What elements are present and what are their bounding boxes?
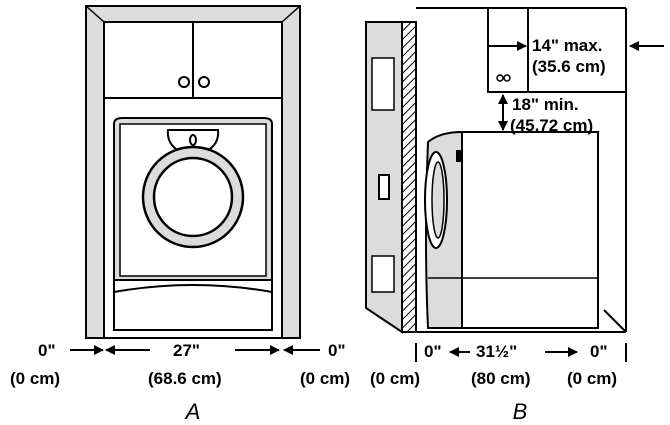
door-glass	[152, 156, 234, 238]
dimension-arrows-b	[415, 41, 664, 362]
label-b-cabinet-depth-cm: (35.6 cm)	[532, 57, 606, 76]
figure-b: 14" max. (35.6 cm) 18" min. (45.72 cm) 0…	[365, 7, 664, 424]
side-wall	[365, 21, 403, 334]
label-a-width-in: 27"	[173, 341, 200, 360]
hatched-wall	[401, 21, 417, 333]
cabinet-knob-right	[198, 76, 210, 88]
dryer-side	[424, 130, 599, 329]
label-b-top-clearance-cm: (45.72 cm)	[510, 116, 593, 135]
label-a-right-gap-in: 0"	[328, 341, 346, 360]
label-b-rear-gap-in: 0"	[424, 342, 442, 361]
label-b-depth-cm: (80 cm)	[471, 369, 531, 388]
figure-a: 0" (0 cm) 27" (68.6 cm) 0" (0 cm) A	[10, 5, 350, 424]
label-b-front-gap-cm: (0 cm)	[567, 369, 617, 388]
caption-b: B	[513, 399, 528, 424]
pedestal-drawer	[113, 279, 273, 331]
side-handle	[378, 174, 390, 200]
label-b-top-clearance-in: 18" min.	[512, 95, 579, 114]
upper-cabinet	[104, 22, 282, 99]
label-a-right-gap-cm: (0 cm)	[300, 369, 350, 388]
cabinet-knob-left	[178, 76, 190, 88]
label-a-left-gap-cm: (0 cm)	[10, 369, 60, 388]
label-b-cabinet-depth-in: 14" max.	[532, 36, 602, 55]
label-a-left-gap-in: 0"	[38, 341, 56, 360]
label-b-front-gap-in: 0"	[590, 342, 608, 361]
dryer-front	[113, 117, 273, 281]
label-a-width-cm: (68.6 cm)	[148, 369, 222, 388]
label-b-depth-in: 31½"	[476, 342, 517, 361]
control-knob	[189, 134, 197, 146]
label-b-rear-gap-cm: (0 cm)	[370, 369, 420, 388]
caption-a: A	[184, 399, 201, 424]
